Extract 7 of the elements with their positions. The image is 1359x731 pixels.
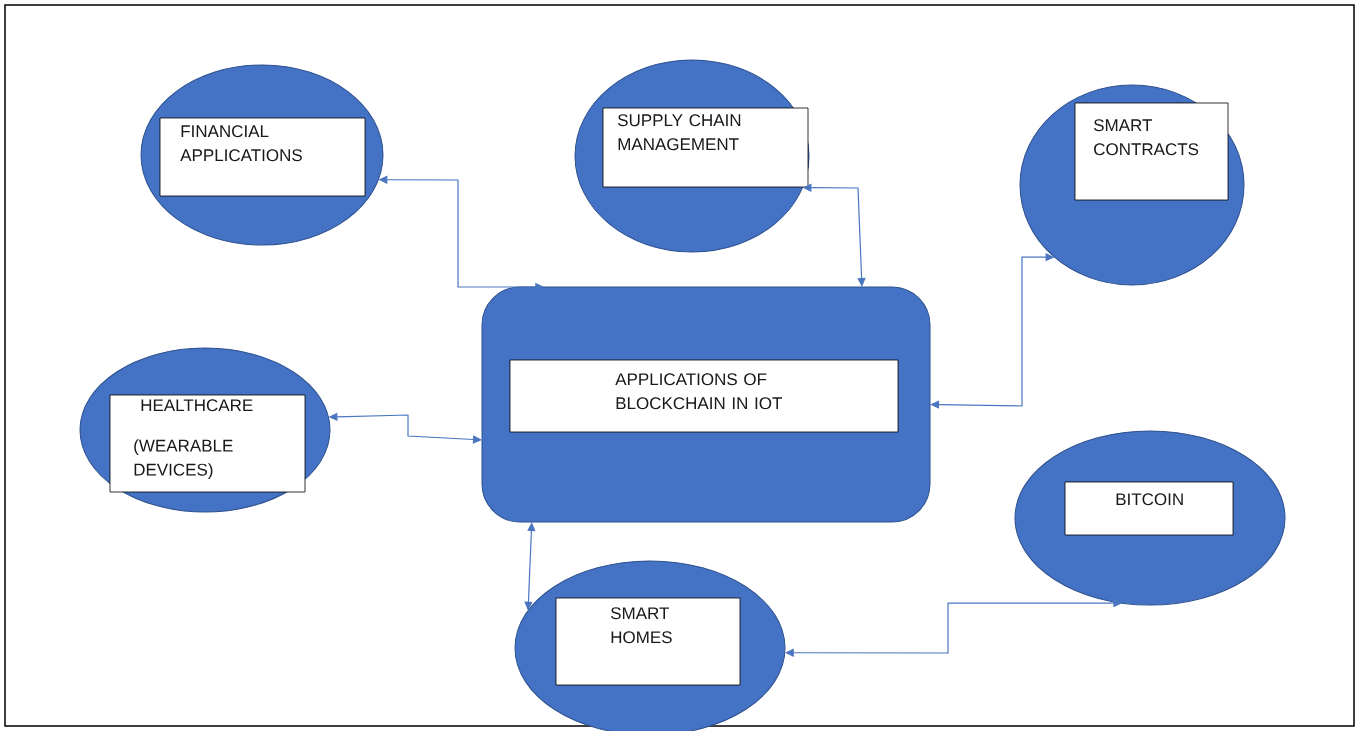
ellipse-node: HEALTHCARE (WEARABLE DEVICES): [79, 347, 331, 513]
ellipse-node: SUPPLY CHAIN MANAGEMENT: [574, 59, 810, 253]
ellipse-node: SMART CONTRACTS: [1019, 84, 1245, 286]
ellipse-node: FINANCIAL APPLICATIONS: [140, 64, 384, 246]
ellipse-node: SMART HOMES: [514, 560, 786, 731]
rounded-box: APPLICATIONS OF BLOCKCHAIN IN IOT: [481, 286, 931, 523]
ellipse-node: BITCOIN: [1014, 430, 1286, 606]
